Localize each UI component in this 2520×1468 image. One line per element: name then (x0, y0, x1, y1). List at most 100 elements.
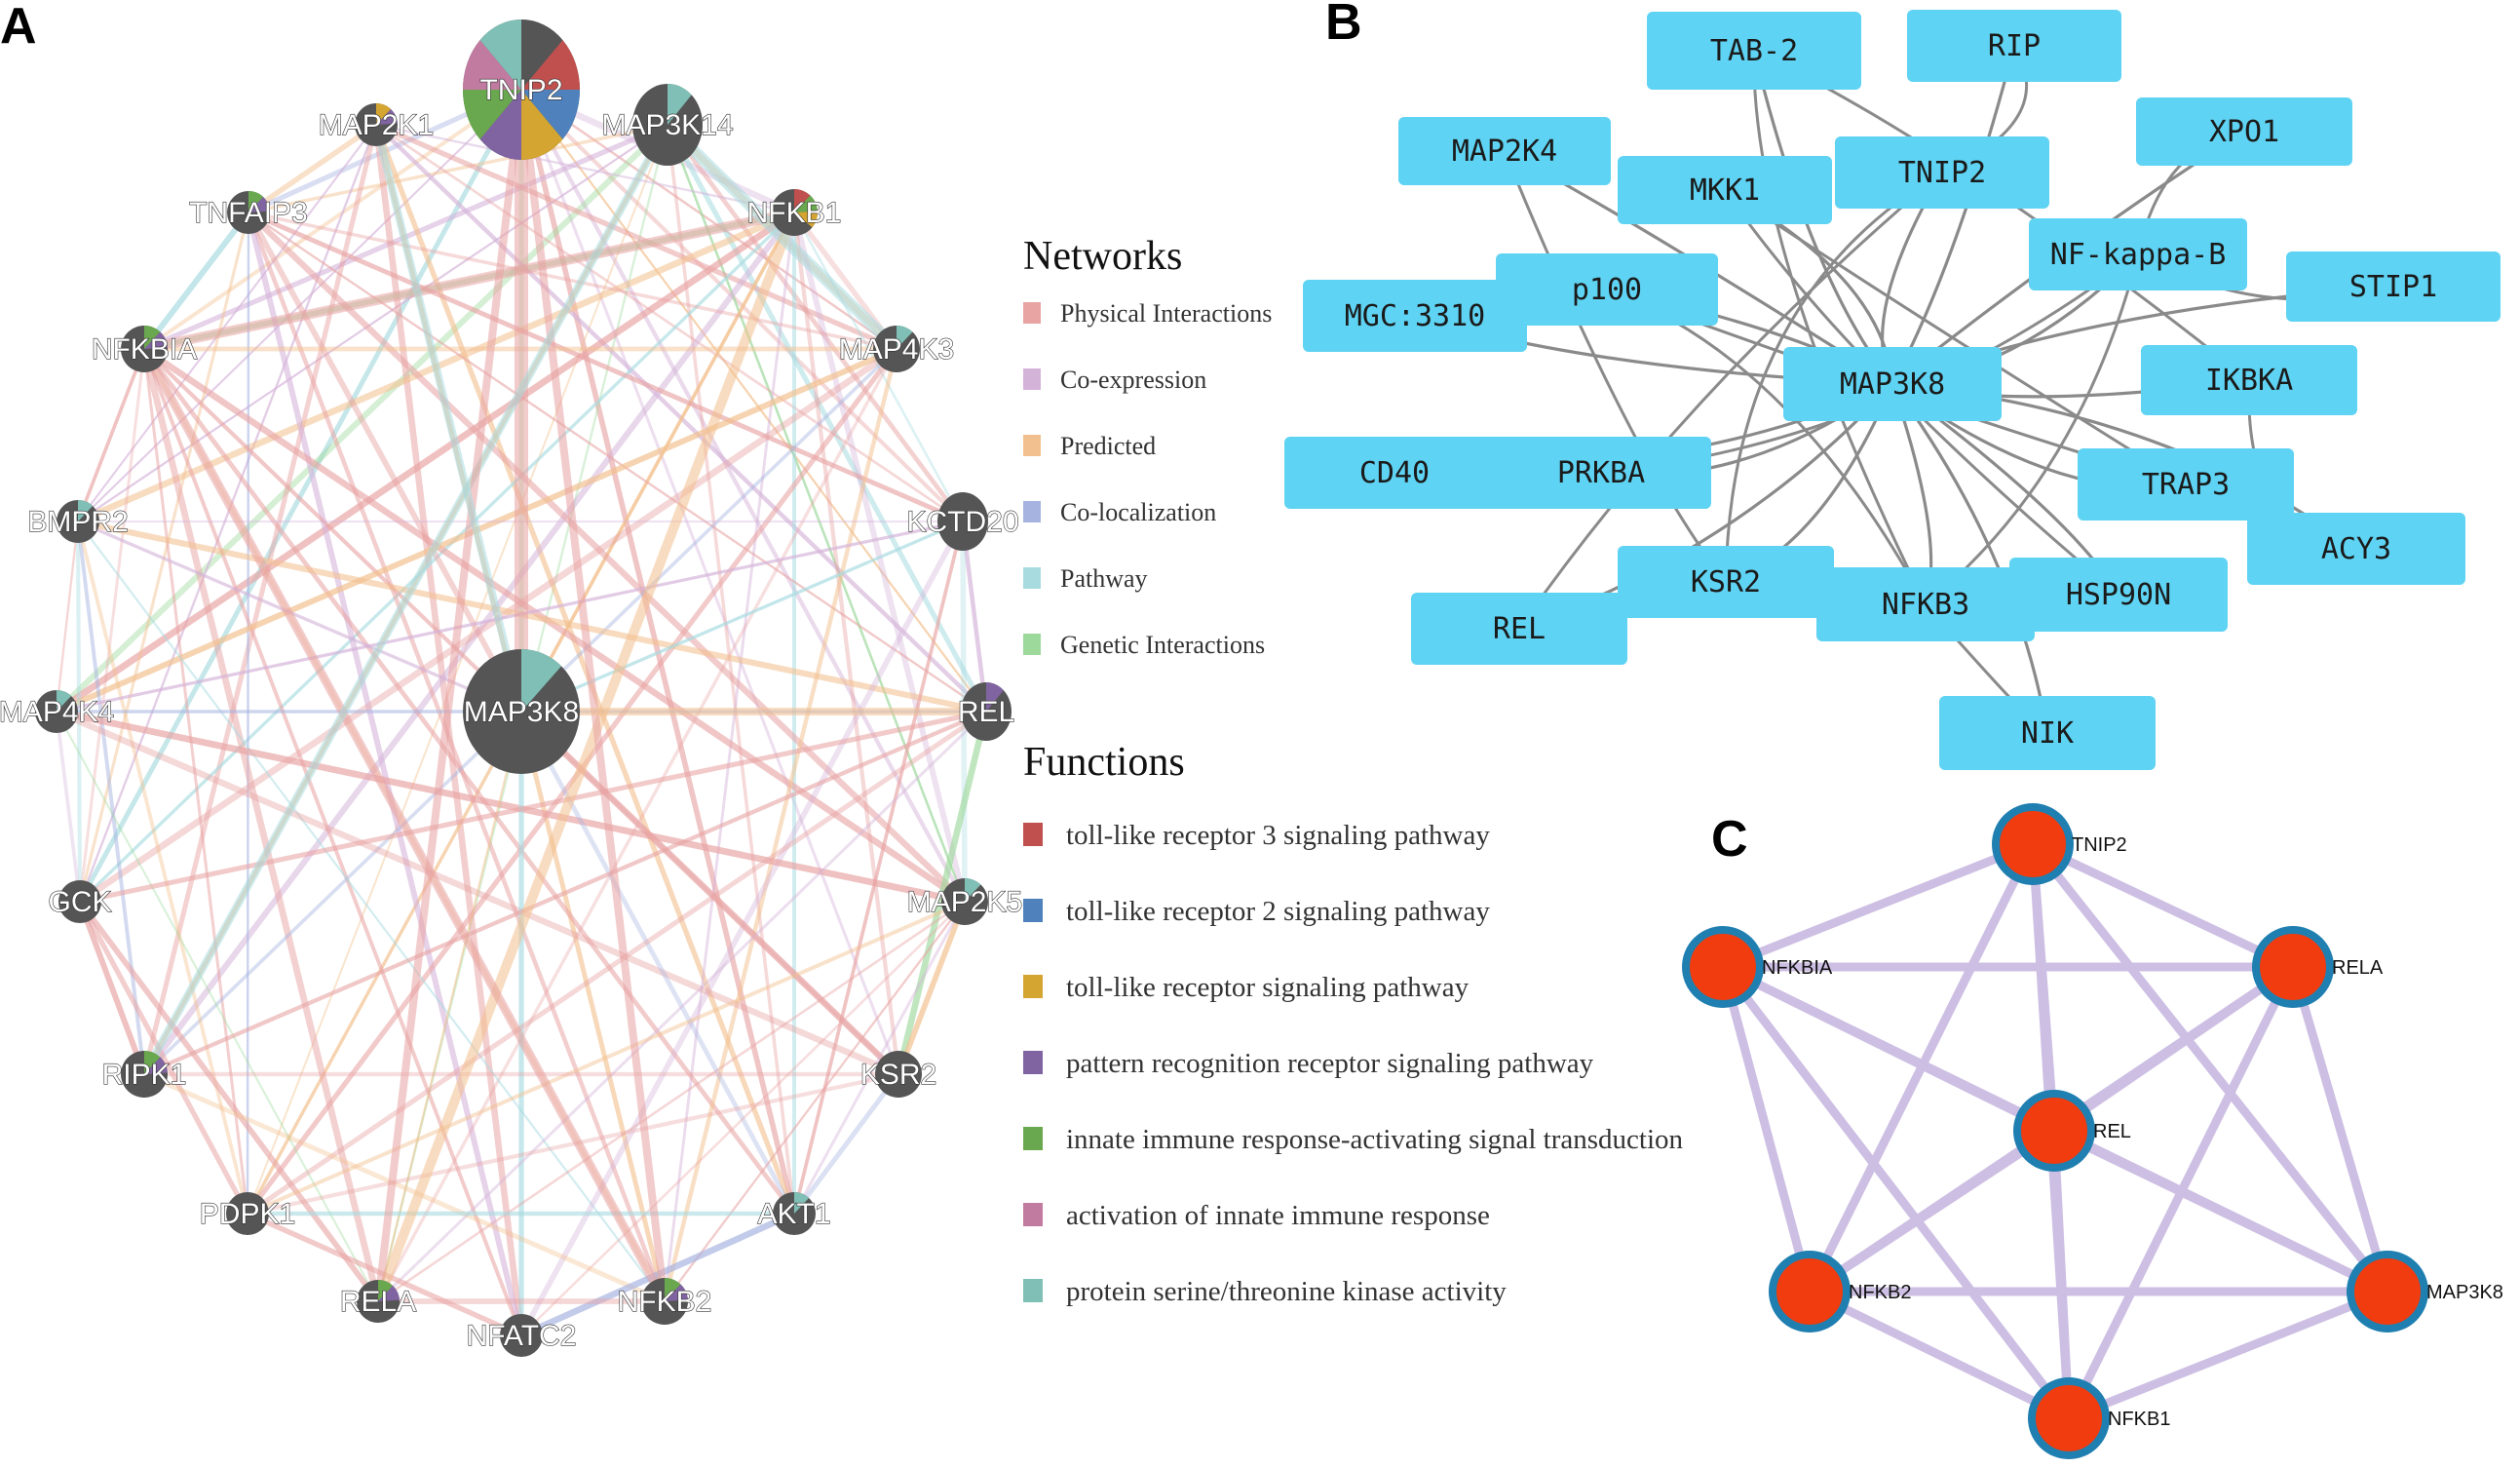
panel-b-node-label: CD40 (1359, 456, 1430, 490)
legend-swatch (1023, 302, 1041, 324)
panel-a-edge (246, 211, 524, 714)
panel-c-node-tnip2: TNIP2 (1992, 803, 2127, 885)
panel-a-edge (248, 212, 987, 713)
panel-b-node-mkk1: MKK1 (1618, 156, 1832, 224)
legend-label: activation of innate immune response (1066, 1200, 1490, 1231)
panel-b-node-box (2141, 345, 2357, 415)
panel-b-node-nik: NIK (1939, 696, 2156, 770)
panel-c-edges (1718, 839, 2392, 1423)
panel-c-edge (2049, 1130, 2074, 1419)
panel-a-edge (247, 900, 966, 1216)
panel-a-node-label: MAP2K1 (319, 109, 434, 141)
legend-label: Predicted (1060, 432, 1156, 460)
panel-a-node-label: KSR2 (860, 1059, 936, 1091)
panel-b-node-mgc-3310: MGC:3310 (1303, 280, 1527, 352)
panel-b-node-box (1816, 567, 2035, 641)
legend-label: Physical Interactions (1060, 299, 1272, 328)
panel-a-edge (248, 210, 964, 524)
panel-a-edge (78, 124, 378, 903)
panel-c-node-nfkbia: NFKBIA (1682, 926, 1833, 1008)
panel-b-node-box (2029, 218, 2247, 290)
panel-b-node-map3k8: MAP3K8 (1783, 347, 2002, 421)
panel-a-edge (377, 900, 966, 1303)
panel-b-node-box (1939, 696, 2156, 770)
panel-b-node-label: NF-kappa-B (2050, 238, 2227, 272)
panel-c-edge (2052, 1126, 2389, 1296)
panel-a-node-bmpr2: BMPR2 (27, 500, 129, 543)
panel-a-node-label: PDPK1 (200, 1198, 295, 1230)
panel-a-node-label: MAP3K14 (601, 109, 733, 141)
function-legend-item-toll-like-receptor-2-signaling-pathway: toll-like receptor 2 signaling pathway (1023, 896, 1490, 927)
legend-swatch (1023, 1279, 1043, 1302)
panel-a-edge (896, 900, 968, 1076)
panel-a-edge (247, 124, 668, 1215)
panel-c-node-circle (1769, 1251, 1851, 1333)
panel-b-node-label: TNIP2 (1898, 156, 1986, 190)
panel-b-node-box (1491, 437, 1711, 509)
panel-b-node-trap3: TRAP3 (2078, 448, 2294, 521)
panel-a-node-pdpk1: PDPK1 (199, 1192, 296, 1235)
panel-a-node-nfkb1: NFKB1 (746, 189, 842, 236)
panel-a-node-tnip2: TNIP2 (463, 19, 580, 160)
panel-c-node-label: NFKBIA (1762, 957, 1833, 979)
panel-a-edge (374, 89, 525, 1302)
panel-b-node-stip1: STIP1 (2286, 251, 2501, 322)
panel-a-edge (77, 520, 522, 714)
panel-b-node-label: XPO1 (2209, 115, 2279, 149)
panel-b-node-box (2078, 448, 2294, 521)
panel-b-node-ksr2: KSR2 (1618, 546, 1834, 618)
panel-a-node-rela: RELA (339, 1280, 417, 1323)
panel-c-node-circle (2028, 1377, 2110, 1459)
legend-label: toll-like receptor 3 signaling pathway (1066, 820, 1490, 851)
panel-a-edge (246, 212, 524, 1336)
panel-a-edge (519, 88, 967, 904)
panel-a-node-label: REL (958, 696, 1014, 728)
legend-swatch (1023, 975, 1043, 998)
panel-a-edge (142, 346, 967, 905)
panel-b-node-label: KSR2 (1691, 565, 1761, 599)
legend-swatch (1023, 1127, 1043, 1150)
network-legend-item-co-localization: Co-localization (1023, 498, 1216, 526)
panel-a-node-map4k3: MAP4K3 (838, 326, 955, 372)
panel-a-edge (143, 1071, 666, 1304)
panel-b-node-nf-kappa-b: NF-kappa-B (2029, 218, 2247, 290)
panel-c-edge (2029, 841, 2391, 1294)
panel-b-node-box (2286, 251, 2501, 322)
panel-a-edge (373, 211, 799, 1303)
panel-b-node-map2k4: MAP2K4 (1398, 117, 1611, 185)
panel-b-node-box (1618, 156, 1832, 224)
panel-c-node-nfkb2: NFKB2 (1769, 1251, 1911, 1333)
panel-a-edge (666, 124, 967, 903)
panel-c-node-circle (2013, 1090, 2095, 1172)
panel-c-node-label: NFKB1 (2108, 1409, 2170, 1430)
panel-a-edge (77, 124, 668, 522)
panel-a-edge (666, 123, 965, 523)
panel-c-node-label: MAP3K8 (2426, 1282, 2503, 1303)
panel-b-node-label: MAP2K4 (1452, 135, 1557, 169)
panel-a-edge (142, 347, 796, 1216)
panel-a-node-rel: REL (957, 682, 1015, 741)
panel-a-edge (54, 122, 670, 715)
panel-a-edge (791, 212, 901, 1075)
legend-swatch (1023, 1203, 1043, 1226)
panel-a-edge (376, 711, 523, 1302)
panel-b-node-rel: REL (1411, 593, 1627, 665)
panel-a-edge (77, 521, 666, 1302)
legend-label: Co-localization (1060, 498, 1216, 526)
panel-letter-b: B (1325, 0, 1362, 51)
panel-b-edge (1724, 171, 1943, 583)
panel-c-node-map3k8: MAP3K8 (2347, 1251, 2503, 1333)
panel-c-edge (2067, 1287, 2389, 1423)
panel-a-edge (666, 124, 796, 1215)
panel-a-edge (374, 122, 898, 352)
panel-a-edge (141, 211, 251, 351)
panel-a-edge (248, 123, 668, 214)
panel-c-edge (1719, 964, 2073, 1421)
panel-b-node-tab-2: TAB-2 (1647, 12, 1861, 90)
panel-c-node-circle (1682, 926, 1764, 1008)
panel-a-node-kctd20: KCTD20 (906, 492, 1019, 551)
panel-b-edge (1517, 171, 1943, 630)
panel-c-node-label: RELA (2332, 957, 2384, 979)
